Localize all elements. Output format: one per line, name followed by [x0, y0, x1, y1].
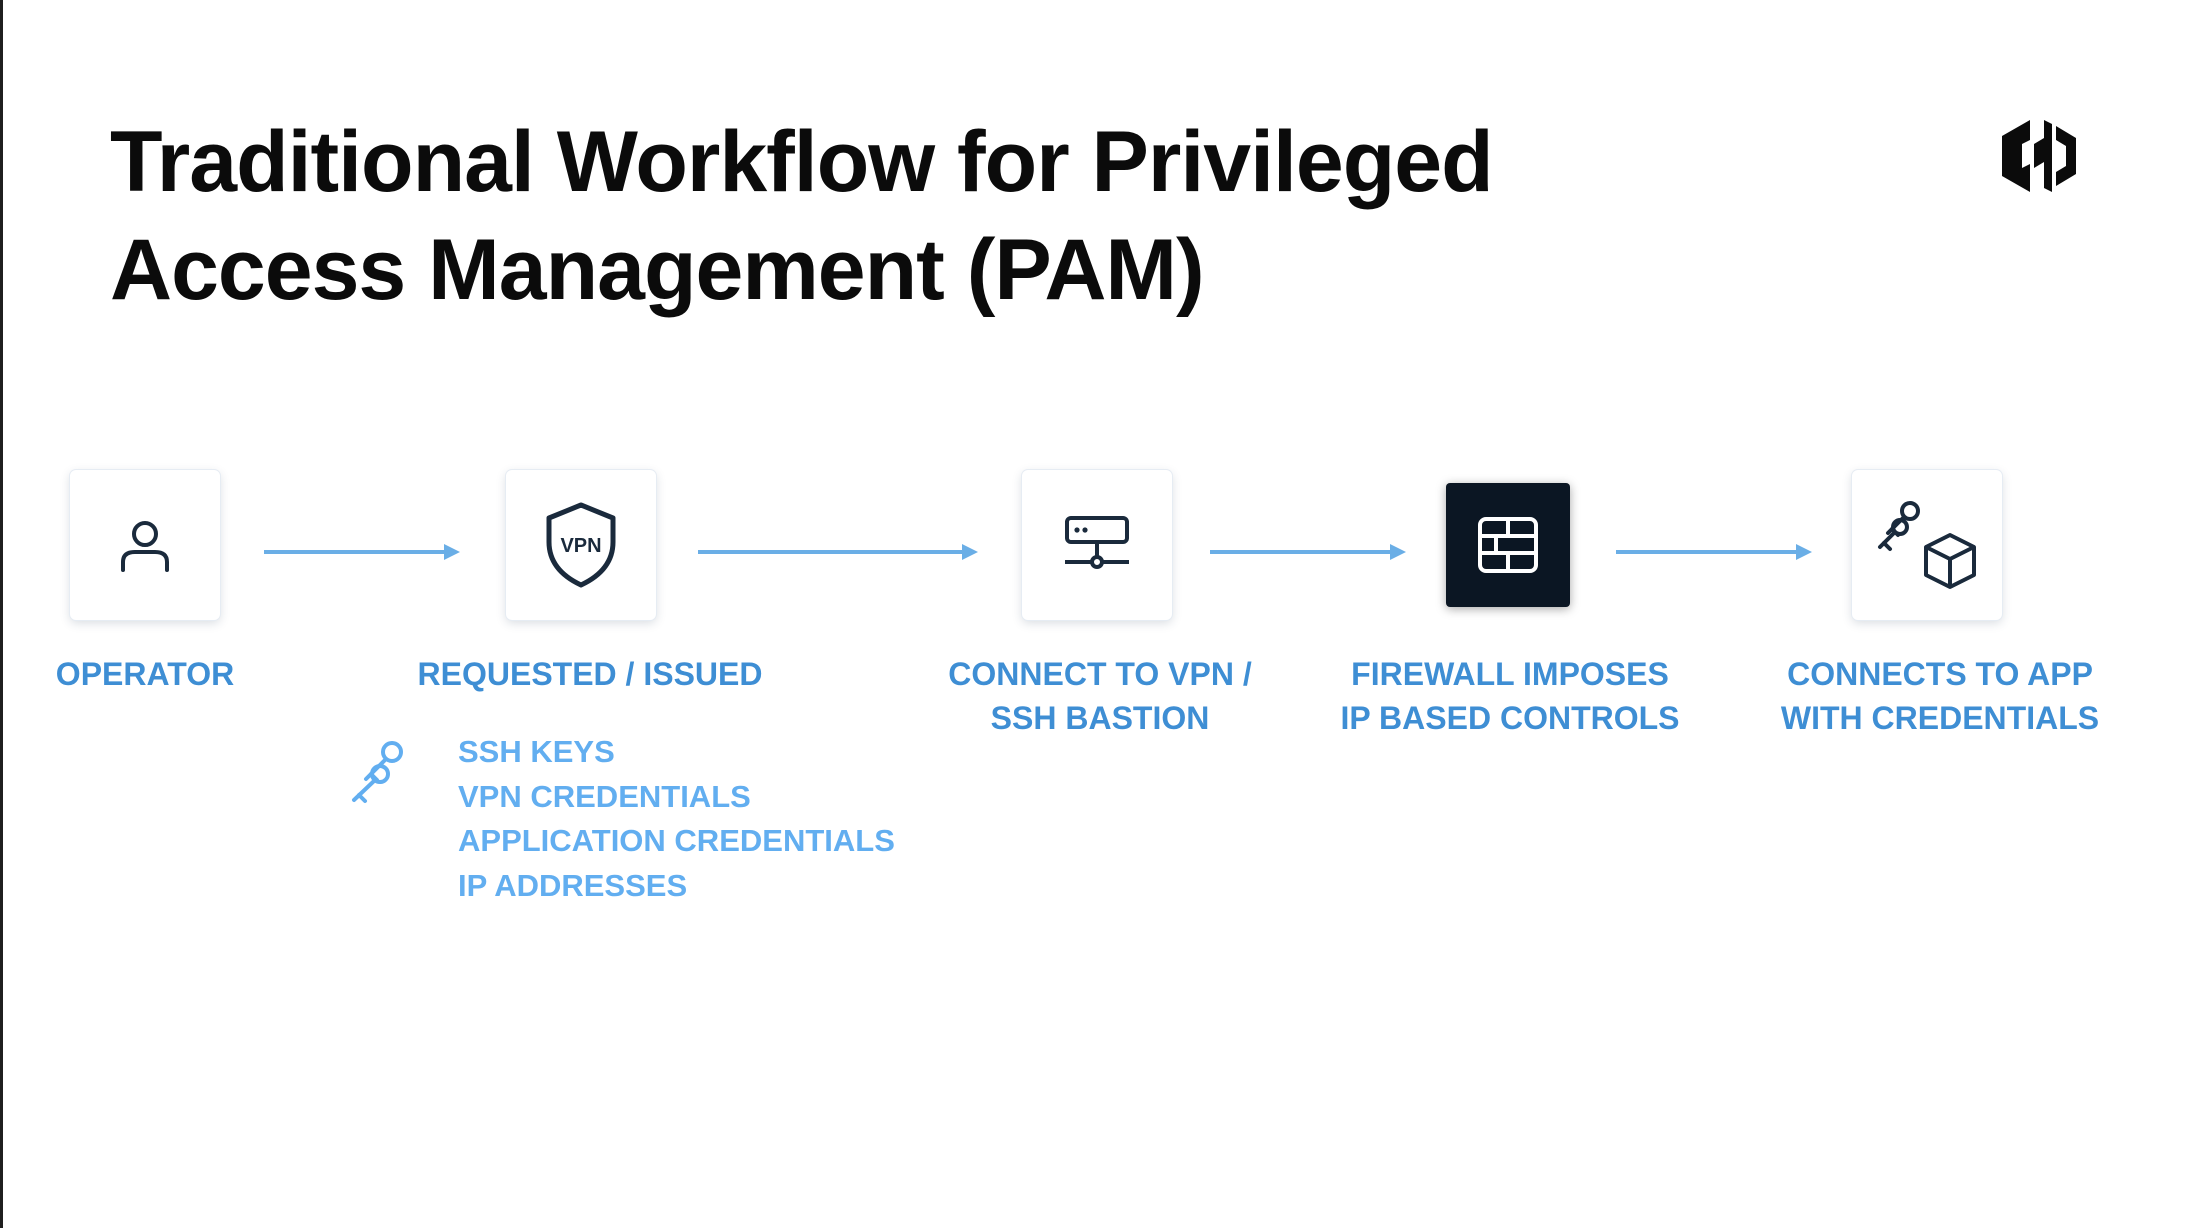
- connect-vpn-label: CONNECT TO VPN / SSH BASTION: [900, 652, 1300, 740]
- arrow-4: [1616, 544, 1812, 560]
- operator-label-line-1: OPERATOR: [55, 656, 235, 692]
- list-item: SSH KEYS: [458, 734, 615, 769]
- connects-app-label: CONNECTS TO APP WITH CREDENTIALS: [1740, 652, 2140, 740]
- arrow-2: [698, 544, 978, 560]
- operator-label: OPERATOR: [20, 652, 270, 696]
- slide-title: Traditional Workflow for Privileged Acce…: [110, 108, 1810, 324]
- keys-icon: [352, 741, 403, 803]
- connect-vpn-label-line-2: SSH BASTION: [990, 700, 1210, 736]
- user-icon: [121, 521, 169, 572]
- vpn-icon-text: VPN: [560, 535, 601, 557]
- issued-credentials-list: SSH KEYS VPN CREDENTIALS APPLICATION CRE…: [458, 730, 895, 908]
- slide-title-line-1: Traditional Workflow for Privileged: [110, 114, 1494, 210]
- operator-node: [70, 470, 220, 620]
- slide-title-line-2: Access Management (PAM): [110, 222, 1205, 318]
- requested-issued-label-line-1: REQUESTED / ISSUED: [417, 656, 763, 692]
- list-item: IP ADDRESSES: [458, 867, 688, 903]
- list-item: APPLICATION CREDENTIALS: [458, 823, 895, 858]
- app-credentials-node: [1852, 470, 2002, 620]
- firewall-node: [1446, 483, 1570, 607]
- connects-app-label-line-1: CONNECTS TO APP: [1787, 656, 2093, 692]
- arrow-3: [1210, 544, 1406, 560]
- firewall-icon: [1478, 517, 1538, 573]
- server-network-icon: [1065, 516, 1129, 569]
- connects-app-label-line-2: WITH CREDENTIALS: [1780, 700, 2100, 736]
- keys-and-box-icon: [1878, 501, 1976, 589]
- connect-vpn-label-line-1: CONNECT TO VPN /: [948, 656, 1252, 692]
- vpn-shield-icon: VPN: [546, 502, 616, 588]
- vpn-bastion-node: [1022, 470, 1172, 620]
- firewall-label: FIREWALL IMPOSES IP BASED CONTROLS: [1300, 652, 1720, 740]
- list-item: VPN CREDENTIALS: [458, 778, 751, 814]
- firewall-label-line-1: FIREWALL IMPOSES: [1351, 656, 1669, 692]
- left-border: [0, 0, 3, 1228]
- firewall-label-line-2: IP BASED CONTROLS: [1340, 700, 1680, 736]
- requested-issued-label: REQUESTED / ISSUED: [380, 652, 800, 696]
- hashicorp-logo-icon: [2002, 120, 2076, 192]
- requested-issued-node: VPN: [506, 470, 656, 620]
- arrow-1: [264, 544, 460, 560]
